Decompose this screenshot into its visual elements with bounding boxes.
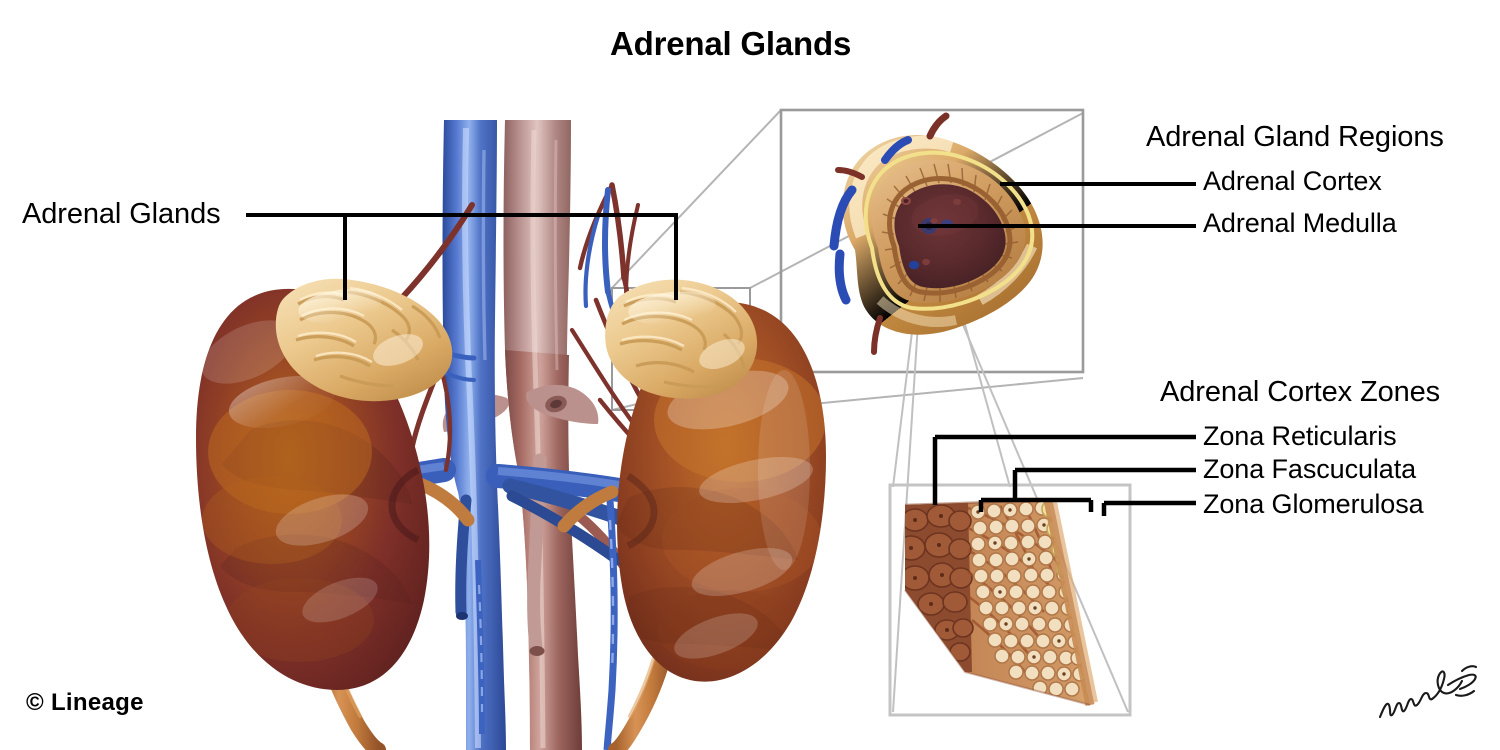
label-zona-glomerulosa: Zona Glomerulosa [1203,489,1424,519]
right-adrenal-gland [605,279,758,399]
label-adrenal-glands: Adrenal Glands [22,198,221,230]
cross-section-vessels [829,112,950,355]
label-zona-reticularis: Zona Reticularis [1203,421,1397,451]
artist-signature-icon [1378,665,1478,719]
page-title: Adrenal Glands [610,25,852,62]
heading-adrenal-cortex-zones: Adrenal Cortex Zones [1160,376,1441,408]
label-adrenal-medulla: Adrenal Medulla [1203,208,1397,238]
leader-adrenal-glands-left [246,213,678,300]
leader-zona-reticularis [932,434,1196,505]
heading-adrenal-gland-regions: Adrenal Gland Regions [1146,121,1444,153]
label-zona-fasciculata: Zona Fascuculata [1203,454,1417,484]
label-adrenal-cortex: Adrenal Cortex [1203,166,1382,196]
leader-zona-glomerulosa [1101,500,1196,516]
left-adrenal-gland [275,278,453,402]
copyright-notice: © Lineage [26,689,144,716]
leader-zona-fasciculata [978,467,1196,512]
adrenal-gland-cross-section [829,112,1043,355]
adrenal-cortex-zones-wedge [904,498,1098,706]
